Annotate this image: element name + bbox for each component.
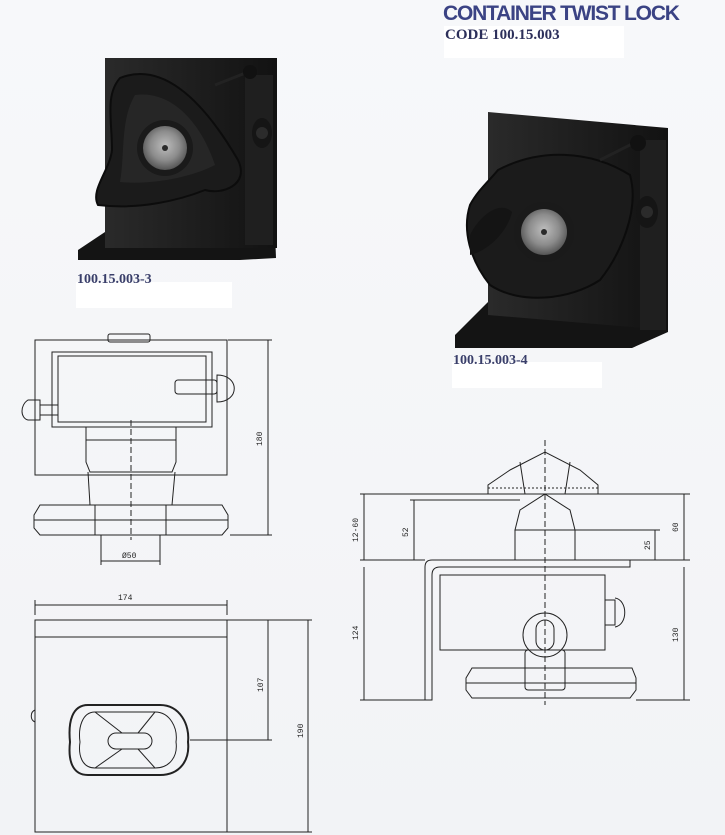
dim-top-width: 174 — [118, 594, 133, 603]
document-title: CONTAINER TWIST LOCK — [443, 2, 680, 25]
product-code: CODE 100.15.003 — [445, 27, 560, 43]
side-view-drawing — [360, 440, 690, 705]
caption-background-1 — [76, 282, 232, 308]
photo-caption-1: 100.15.003-3 — [77, 272, 152, 287]
caption-background-2 — [452, 362, 602, 388]
dim-bolt-diameter: Ø50 — [122, 552, 137, 561]
dim-top-depth: 190 — [297, 723, 306, 738]
photo-caption-2: 100.15.003-4 — [453, 353, 528, 368]
dim-side-head: 60 — [672, 522, 681, 532]
dim-side-lower: 124 — [352, 625, 361, 640]
dim-side-total: 130 — [672, 627, 681, 642]
dim-top-offset: 107 — [257, 677, 266, 692]
product-photo-2 — [455, 112, 668, 348]
code-background — [444, 26, 624, 58]
dim-side-range: 12-60 — [352, 518, 361, 542]
front-view-drawing — [21, 333, 272, 565]
product-photo-1 — [78, 58, 277, 260]
top-view-drawing — [30, 600, 312, 833]
dim-side-cone: 52 — [402, 527, 411, 537]
dim-side-shank: 25 — [644, 540, 653, 550]
dim-front-height: 180 — [256, 431, 265, 446]
